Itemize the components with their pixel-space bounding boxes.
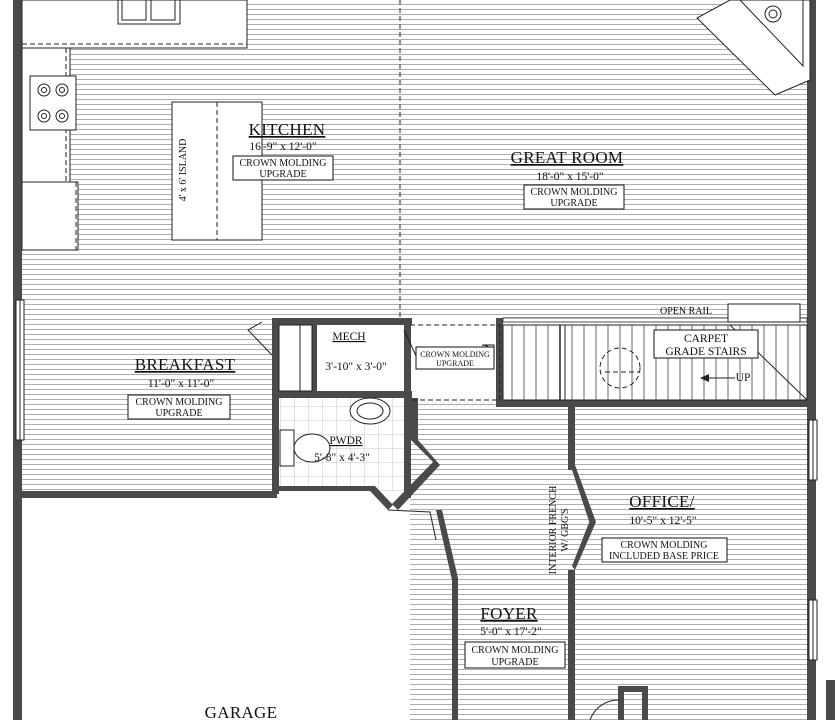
foyer-note-2: UPGRADE [491,657,538,668]
hall-note-2: UPGRADE [436,359,474,368]
foyer-note-1: CROWN MOLDING [472,645,559,656]
office-note-2: INCLUDED BASE PRICE [609,551,719,562]
pwdr-fixtures [279,397,391,467]
carpet-label: CARPET [684,333,728,345]
garage-entry-swing [589,699,619,720]
great-room-note-2: UPGRADE [550,198,597,209]
cooktop [29,75,77,131]
foyer-name: FOYER [480,604,538,623]
breakfast-note-2: UPGRADE [155,408,202,419]
breakfast-dims: 11'-0" x 11'-0" [148,378,214,390]
hall-note-1: CROWN MOLDING [420,350,490,359]
foyer-dims: 5'-0" x 17'-2" [480,626,541,638]
office-dims: 10'-5" x 12'-5" [629,515,696,527]
up-label: UP [736,372,751,384]
pwdr-name: PWDR [329,435,363,447]
office-note-1: CROWN MOLDING [621,540,708,551]
mech-dims: 3'-10" x 3'-0" [325,361,386,373]
french-door-label-1: INTERIOR FRENCH [548,486,559,575]
island-label: 4' x 6' ISLAND [178,139,189,202]
kitchen-note-2: UPGRADE [259,169,306,180]
room-labels: KITCHEN 16'-9" x 12'-0" CROWN MOLDING UP… [135,120,751,720]
garage-name: GARAGE [205,703,278,720]
kitchen-cabinets [21,0,248,251]
breakfast-name: BREAKFAST [135,355,236,374]
kitchen-note-1: CROWN MOLDING [240,158,327,169]
office-name: OFFICE/ [629,492,694,511]
great-room-note-1: CROWN MOLDING [531,187,618,198]
grade-stairs-label: GRADE STAIRS [665,346,746,358]
fireplace [696,0,811,96]
interior-walls [272,318,835,720]
french-door-label-2: W/ GBG'S [560,508,571,551]
window-marks [15,299,818,661]
great-room-name: GREAT ROOM [511,148,624,167]
kitchen-name: KITCHEN [249,120,326,139]
breakfast-note-1: CROWN MOLDING [136,397,223,408]
great-room-dims: 18'-0" x 15'-0" [536,171,603,183]
kitchen-dims: 16'-9" x 12'-0" [249,141,316,153]
open-rail-label: OPEN RAIL [660,306,712,317]
mech-name: MECH [332,331,365,343]
floor-hatching [22,0,810,720]
pwdr-dims: 5'-8" x 4'-3" [314,452,370,464]
